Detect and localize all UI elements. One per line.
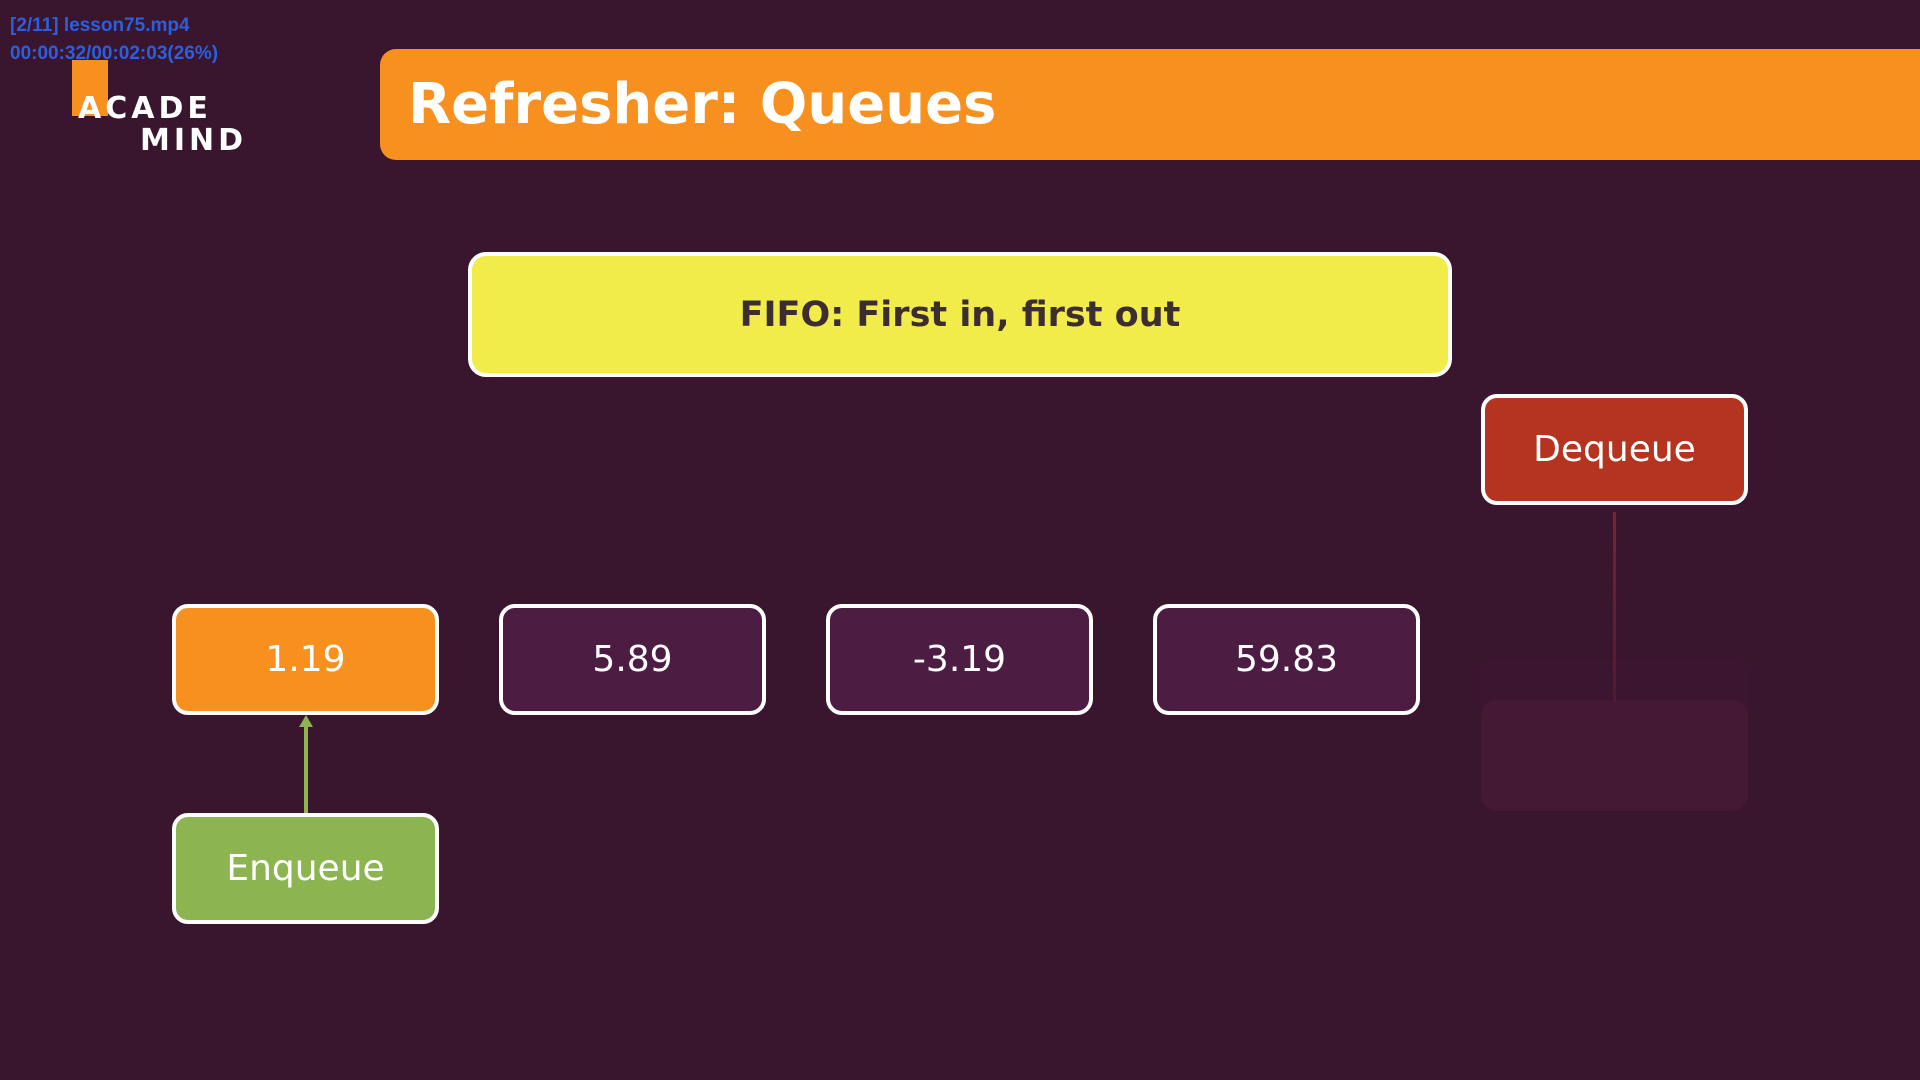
fifo-label: FIFO: First in, first out [739,294,1181,335]
dequeue-box: Dequeue [1481,394,1748,505]
dequeue-arrow-fading [1613,512,1616,702]
enqueue-box: Enqueue [172,813,439,924]
slide-title: Refresher: Queues [408,72,997,137]
academind-logo: ACADE MIND [70,60,260,160]
video-time-label: 00:00:32/00:02:03(26%) [10,43,219,64]
queue-item: 59.83 [1153,604,1420,715]
enqueue-label: Enqueue [226,848,385,889]
enqueue-arrow-icon [299,715,313,815]
video-file-label: [2/11] lesson75.mp4 [10,15,190,36]
logo-text-line1: ACADE [78,91,212,126]
logo-mark [72,60,108,116]
queue-item: -3.19 [826,604,1093,715]
video-info-overlay: [2/11] lesson75.mp4 00:00:32/00:02:03(26… [10,12,218,68]
dequeue-label: Dequeue [1533,429,1696,470]
slide-title-bar: Refresher: Queues [380,49,1920,160]
queue-item-value: -3.19 [912,639,1007,680]
queue-item-value: 59.83 [1234,639,1339,680]
queue-item: 5.89 [499,604,766,715]
logo-text-line2: MIND [140,123,248,158]
queue-item-value: 1.19 [265,639,346,680]
dequeued-item-ghost [1481,700,1748,811]
queue-item-new: 1.19 [172,604,439,715]
fifo-box: FIFO: First in, first out [468,252,1452,377]
queue-item-value: 5.89 [592,639,673,680]
